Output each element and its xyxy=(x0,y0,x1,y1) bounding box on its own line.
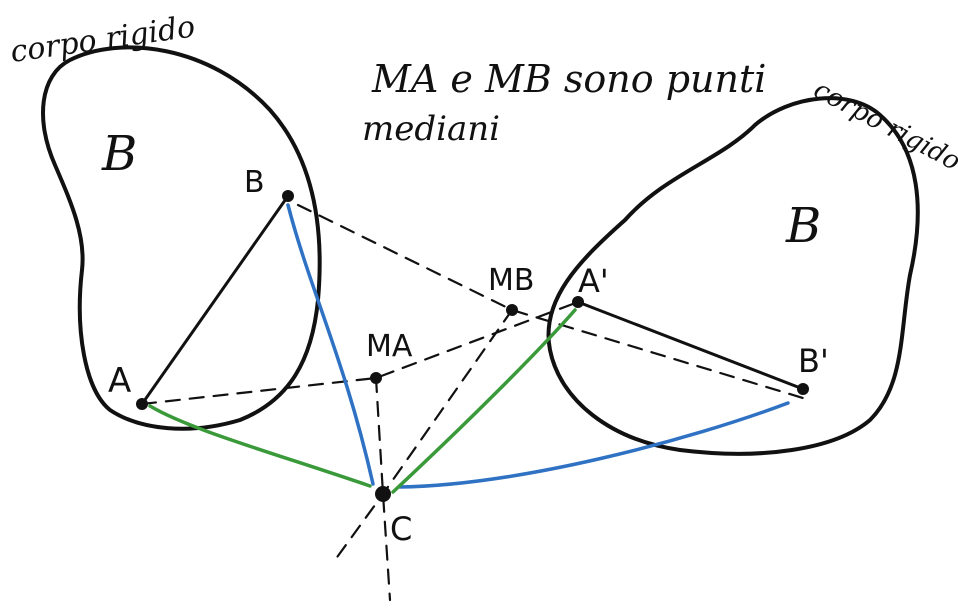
rigid-body-left-outline xyxy=(41,45,322,431)
segment-a-prime-b-prime xyxy=(576,300,805,391)
green-line-a-c xyxy=(148,404,372,488)
green-distance-lines xyxy=(148,308,577,494)
blue-line-c-b-prime xyxy=(398,401,790,489)
label-point-b: B xyxy=(244,165,265,200)
symbol-left-body: B xyxy=(101,126,137,182)
green-line-c-a-prime xyxy=(391,308,577,494)
point-mb-dot xyxy=(506,304,518,316)
point-c-dot xyxy=(375,486,391,502)
blue-distance-lines xyxy=(286,203,790,489)
blue-line-b-c xyxy=(286,203,375,486)
segment-a-b xyxy=(140,194,290,406)
label-point-c: C xyxy=(390,510,412,548)
note-line-2: mediani xyxy=(362,109,500,149)
point-b-dot xyxy=(282,190,294,202)
note-line-1: MA e MB sono punti xyxy=(371,57,766,101)
label-point-b-prime: B' xyxy=(798,342,829,380)
point-ma-dot xyxy=(370,372,382,384)
rigid-body-right-outline xyxy=(546,96,920,456)
dashed-bisector-ma xyxy=(374,376,392,602)
dashed-line-b-b-prime xyxy=(296,203,805,400)
point-a-prime-dot xyxy=(572,296,584,308)
label-point-a: A xyxy=(108,361,131,401)
points xyxy=(136,190,809,502)
caption-right-body: corpo rigido xyxy=(809,75,958,177)
label-point-ma: MA xyxy=(366,329,413,364)
symbol-right-body: B xyxy=(785,198,821,254)
point-a-dot xyxy=(136,398,148,410)
point-b-prime-dot xyxy=(797,383,809,395)
dashed-line-a-a-prime xyxy=(140,300,580,406)
label-point-a-prime: A' xyxy=(578,262,609,300)
label-point-mb: MB xyxy=(488,263,534,298)
caption-left-body: corpo rigido xyxy=(8,9,197,70)
